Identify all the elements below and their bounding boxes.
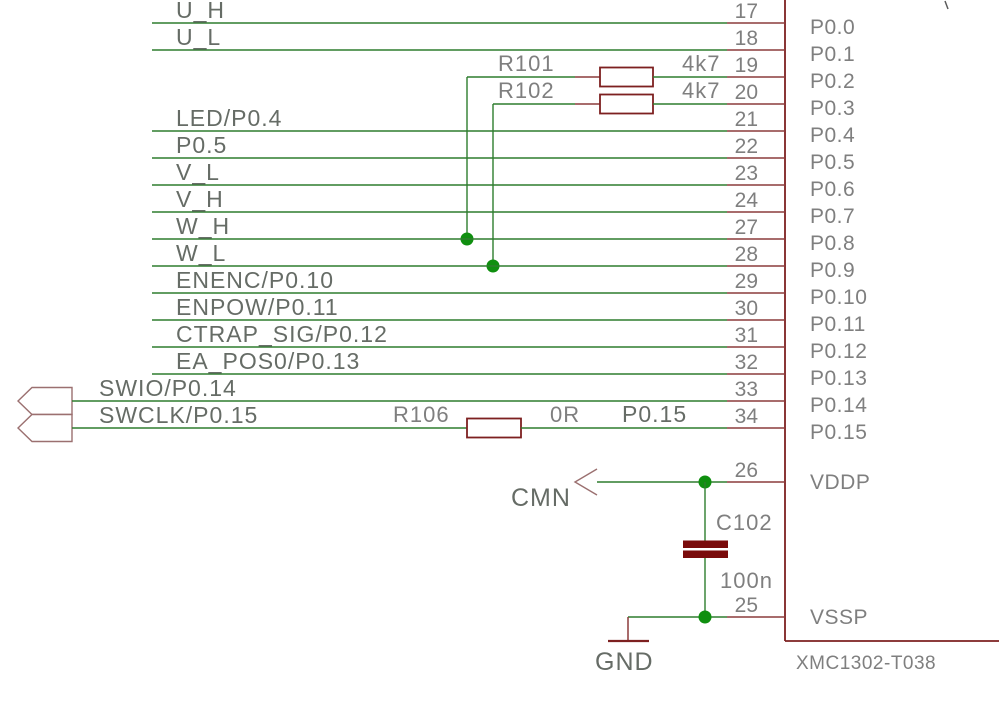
pin-name-p0-6: P0.6 <box>810 178 855 201</box>
net-label-gnd: GND <box>595 648 654 676</box>
net-label-ctrap-sig-p0-12: CTRAP_SIG/P0.12 <box>176 321 388 347</box>
net-label-enenc-p0-10: ENENC/P0.10 <box>176 267 334 293</box>
pin-name-p0-10: P0.10 <box>810 286 867 309</box>
pin-number-18: 18 <box>735 27 758 50</box>
cap-value: 100n <box>720 568 773 593</box>
pin-number-28: 28 <box>735 243 758 266</box>
pin-name-p0-14: P0.14 <box>810 394 867 417</box>
pin-number-32: 32 <box>735 351 758 374</box>
resistor-value-r101: 4k7 <box>682 51 720 76</box>
net-label-w-l: W_L <box>176 240 226 266</box>
cmn-arrow-icon[interactable] <box>573 468 598 496</box>
pin-number-27: 27 <box>735 216 758 239</box>
resistor-ref-r101: R101 <box>498 51 555 76</box>
pin-name-p0-15: P0.15 <box>810 421 867 444</box>
resistor-body-r101[interactable] <box>599 66 654 88</box>
pin-name-p0-8: P0.8 <box>810 232 855 255</box>
junction-dot-vssp <box>698 610 712 624</box>
pin-name-p0-11: P0.11 <box>810 313 866 336</box>
net-label-u-l: U_L <box>176 24 221 50</box>
net-label-enpow-p0-11: ENPOW/P0.11 <box>176 294 339 320</box>
capacitor-c102[interactable]: C102 100n <box>683 482 773 617</box>
pin-number-33: 33 <box>735 378 758 401</box>
pin-number-31: 31 <box>735 324 758 347</box>
pin-name-p0-7: P0.7 <box>810 205 855 228</box>
swd-connector-swclk-p0-15[interactable] <box>16 413 73 443</box>
net-label-led-p0-4: LED/P0.4 <box>176 105 282 131</box>
net-label-p0-15: P0.15 <box>622 401 687 427</box>
pin-number-23: 23 <box>735 162 758 185</box>
pin-number-17: 17 <box>735 0 758 23</box>
pin-number-34: 34 <box>735 405 759 428</box>
swd-connector-swio-p0-14[interactable] <box>16 386 73 416</box>
cap-plate-top[interactable] <box>683 540 728 549</box>
net-label-u-h: U_H <box>176 0 225 23</box>
pin-number-30: 30 <box>735 297 758 320</box>
gnd-symbol[interactable]: GND <box>595 617 654 676</box>
net-label-ea-pos0-p0-13: EA_POS0/P0.13 <box>176 348 360 374</box>
pin-number-24: 24 <box>735 189 759 212</box>
pin-name-p0-13: P0.13 <box>810 367 867 390</box>
resistor-ref-r102: R102 <box>498 78 555 103</box>
pin-number-19: 19 <box>735 54 758 77</box>
resistor-body-r102[interactable] <box>599 93 654 115</box>
net-label-v-l: V_L <box>176 159 220 185</box>
pin-name-p0-9: P0.9 <box>810 259 855 282</box>
resistor-value-r102: 4k7 <box>682 78 720 103</box>
pin-name-p0-4: P0.4 <box>810 124 855 147</box>
pin-name-p0-5: P0.5 <box>810 151 855 174</box>
pin-number-25: 25 <box>735 594 758 617</box>
vssp-branch: 25 VSSP GND <box>595 594 868 676</box>
resistor-value-r106: 0R <box>550 402 580 427</box>
net-label-swclk-p0-15: SWCLK/P0.15 <box>99 402 258 428</box>
pin-number-21: 21 <box>735 108 758 131</box>
pin-name-p0-3: P0.3 <box>810 97 855 120</box>
pin-name-p0-2: P0.2 <box>810 70 855 93</box>
pin-name-vssp: VSSP <box>810 606 868 629</box>
pin-name-vddp: VDDP <box>810 471 870 494</box>
cap-plate-bottom[interactable] <box>683 550 728 559</box>
net-label-w-h: W_H <box>176 213 230 239</box>
clipped-glyph-fragment <box>944 0 949 10</box>
net-label-p0-5: P0.5 <box>176 132 227 158</box>
net-label-swio-p0-14: SWIO/P0.14 <box>99 375 237 401</box>
cap-ref: C102 <box>716 510 773 535</box>
pin-name-p0-0: P0.0 <box>810 16 855 39</box>
pin-number-29: 29 <box>735 270 758 293</box>
net-label-v-h: V_H <box>176 186 224 212</box>
resistor-ref-r106: R106 <box>393 402 450 427</box>
pin-number-20: 20 <box>735 81 758 104</box>
pin-number-22: 22 <box>735 135 758 158</box>
pin-number-26: 26 <box>735 459 758 482</box>
pin-name-p0-12: P0.12 <box>810 340 867 363</box>
resistor-body-r106[interactable] <box>466 417 522 439</box>
net-label-cmn: CMN <box>511 484 571 512</box>
pin-name-p0-1: P0.1 <box>810 43 855 66</box>
chip-name: XMC1302-T038 <box>796 653 936 674</box>
vddp-branch: 26 VDDP CMN <box>511 459 870 512</box>
